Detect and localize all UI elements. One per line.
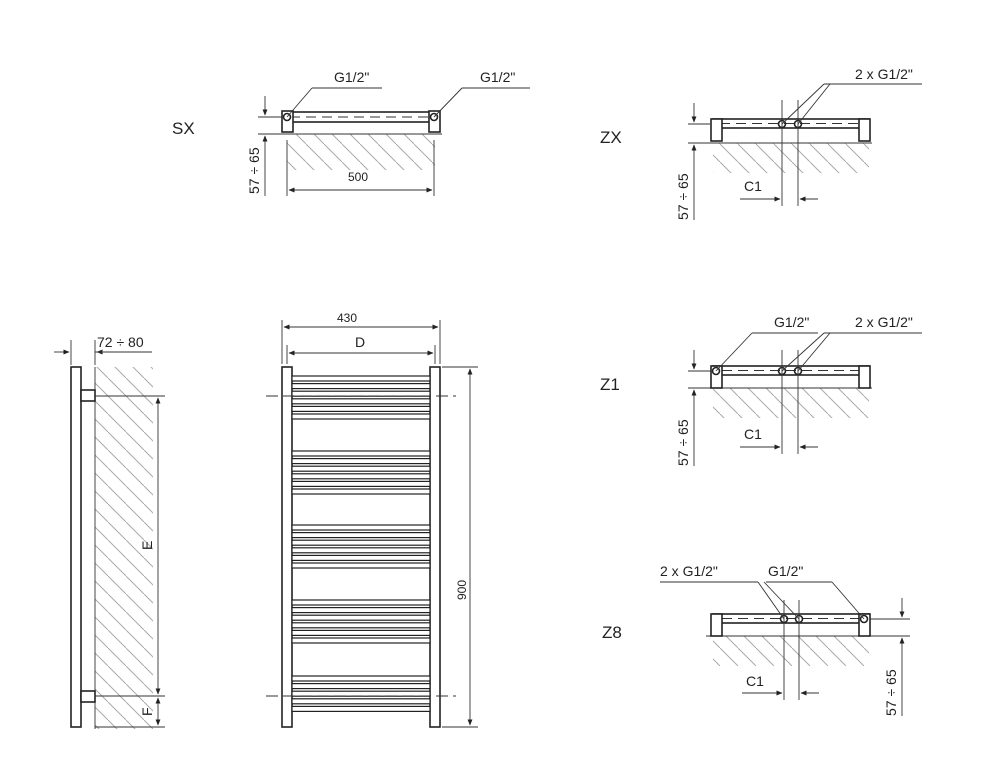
z1-c1-label: C1 xyxy=(744,426,762,442)
sx-height-range: 57 ÷ 65 xyxy=(246,147,262,194)
front-tube xyxy=(291,383,431,390)
sx-right-connection-label: G1/2" xyxy=(480,69,515,85)
z8-side-leader xyxy=(831,581,865,620)
zx-right-post xyxy=(858,118,871,142)
front-tube xyxy=(291,690,431,697)
front-view-drawing: 430 D 900 xyxy=(266,311,478,728)
side-wall-distance: 72 ÷ 80 xyxy=(97,334,144,350)
side-wall-hatch xyxy=(95,367,153,729)
z1-side-connection-icon xyxy=(711,366,721,376)
z8-left-post xyxy=(710,613,723,637)
z1-left-post xyxy=(710,365,723,389)
front-tube xyxy=(291,458,431,465)
front-tube xyxy=(291,554,431,562)
zx-drawing: ZX 2 x G1/2" C1 57 ÷ 65 xyxy=(600,66,922,220)
sx-drawing: SX G1/2" G1/2" 500 57 ÷ 65 xyxy=(172,69,530,196)
front-tube xyxy=(291,390,431,397)
zx-connection-label: 2 x G1/2" xyxy=(855,66,913,82)
side-top-bracket xyxy=(80,389,96,402)
sx-label: SX xyxy=(172,119,195,138)
front-tube xyxy=(291,465,431,472)
z8-label: Z8 xyxy=(602,623,622,642)
front-tube xyxy=(291,398,431,405)
z1-leader-1 xyxy=(781,332,825,372)
front-tube xyxy=(291,682,431,690)
front-tube xyxy=(291,375,431,382)
front-tube xyxy=(291,547,431,554)
z8-leader-2 xyxy=(763,581,800,620)
z1-right-post xyxy=(858,365,871,389)
z8-right-post xyxy=(858,613,871,637)
front-bars-group xyxy=(291,375,431,713)
zx-height-range: 57 ÷ 65 xyxy=(675,173,691,220)
side-bottom-bracket xyxy=(80,690,96,703)
front-d-label: D xyxy=(355,334,365,350)
front-tube xyxy=(291,622,431,629)
side-view-drawing: 72 ÷ 80 E F xyxy=(54,334,165,729)
front-left-rail xyxy=(281,366,293,728)
z1-side-leader xyxy=(715,332,753,372)
zx-c1-label: C1 xyxy=(744,178,762,194)
front-tube xyxy=(291,629,431,637)
z1-height-range: 57 ÷ 65 xyxy=(675,419,691,466)
front-right-rail xyxy=(429,366,441,728)
sx-right-connection-icon xyxy=(429,112,439,122)
front-tube xyxy=(291,531,431,539)
z8-drawing: Z8 2 x G1/2" G1/2" C1 57 ÷ 65 xyxy=(602,563,910,716)
front-tube xyxy=(291,450,431,457)
sx-wall-hatch xyxy=(287,134,435,170)
front-tube xyxy=(291,675,431,682)
front-height-value: 900 xyxy=(455,580,469,600)
sx-right-leader xyxy=(433,87,463,118)
sx-left-connection-icon xyxy=(282,112,292,122)
z8-height-range: 57 ÷ 65 xyxy=(883,669,899,716)
front-tube xyxy=(291,524,431,531)
front-tube xyxy=(291,473,431,480)
front-tube xyxy=(291,562,431,569)
side-radiator-profile xyxy=(70,366,82,728)
front-tube xyxy=(291,599,431,606)
front-tube xyxy=(291,480,431,487)
front-tube xyxy=(291,637,431,644)
sx-left-post xyxy=(281,110,294,133)
front-tube xyxy=(291,413,431,420)
zx-label: ZX xyxy=(600,128,622,147)
z8-single-connection-label: G1/2" xyxy=(768,563,803,579)
z8-wall-hatch xyxy=(713,636,869,666)
side-e-label: E xyxy=(139,541,155,550)
z1-label: Z1 xyxy=(600,375,620,394)
z8-side-connection-icon xyxy=(859,614,869,624)
z1-drawing: Z1 G1/2" 2 x G1/2" C1 57 ÷ 65 xyxy=(600,314,922,466)
zx-left-post xyxy=(710,118,723,142)
z8-double-connection-label: 2 x G1/2" xyxy=(660,563,718,579)
front-total-width: 430 xyxy=(337,311,357,325)
z1-double-connection-label: 2 x G1/2" xyxy=(855,314,913,330)
z1-single-connection-label: G1/2" xyxy=(774,314,809,330)
z8-c1-label: C1 xyxy=(746,673,764,689)
zx-leader-2 xyxy=(797,83,831,125)
front-tube xyxy=(291,539,431,546)
sx-left-leader xyxy=(286,87,313,118)
zx-wall-hatch xyxy=(713,143,869,173)
z1-leader-2 xyxy=(797,332,831,372)
zx-leader-1 xyxy=(781,83,825,125)
z1-wall-hatch xyxy=(713,388,869,418)
side-f-label: F xyxy=(139,707,155,716)
front-tube xyxy=(291,705,431,713)
front-tube xyxy=(291,698,431,705)
sx-width-value: 500 xyxy=(348,170,368,184)
front-tube xyxy=(291,488,431,495)
front-tube xyxy=(291,614,431,621)
front-tube xyxy=(291,405,431,412)
sx-left-connection-label: G1/2" xyxy=(334,69,369,85)
sx-right-post xyxy=(428,110,441,133)
z8-leader-1 xyxy=(757,581,785,620)
front-tube xyxy=(291,606,431,614)
